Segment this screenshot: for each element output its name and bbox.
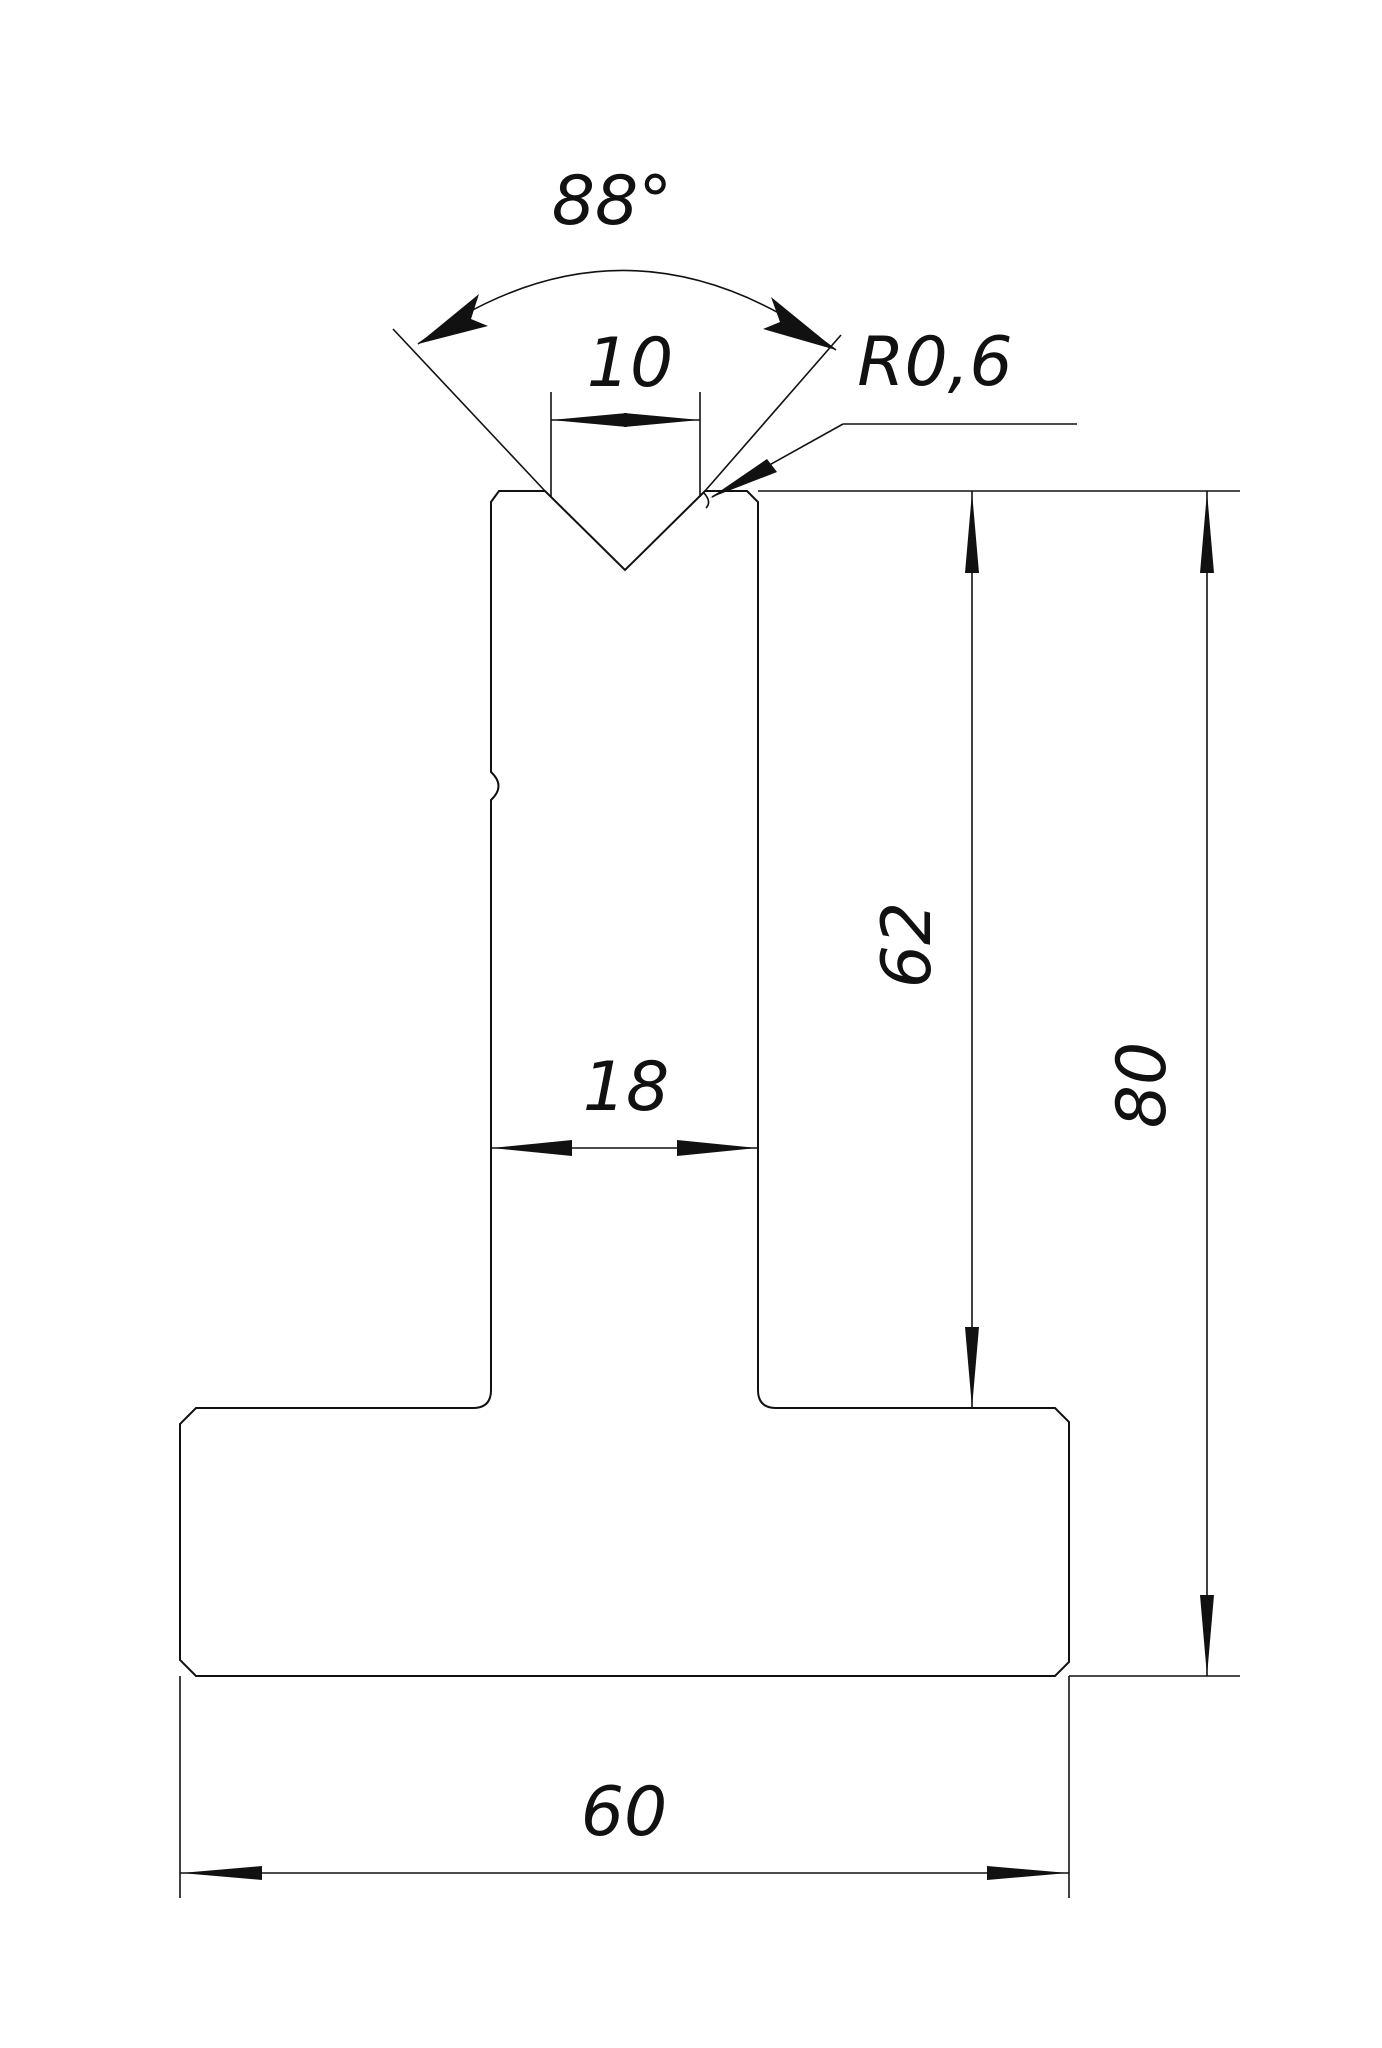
shank-width-label: 18: [583, 1048, 670, 1127]
base-width-arrow-left: [181, 1866, 262, 1880]
radius-arrow: [710, 459, 777, 498]
total-height-label: 80: [1103, 1042, 1182, 1129]
v-opening-label: 10: [587, 324, 674, 403]
die-profile: [179, 490, 1070, 1677]
shank-width-arrow-left: [492, 1140, 572, 1156]
shank-height-arrow-bottom: [965, 1327, 979, 1408]
shank-height-label: 62: [868, 902, 947, 989]
base-width-dimension: 60: [179, 1676, 1070, 1898]
angle-arrow-left: [418, 294, 488, 344]
shank-width-arrow-right: [677, 1140, 757, 1156]
base-width-arrow-right: [987, 1866, 1068, 1880]
v-opening-dimension: 10: [550, 324, 701, 497]
angle-label: 88°: [552, 162, 673, 241]
shank-height-arrow-top: [965, 492, 979, 573]
radius-dimension: R0,6: [703, 323, 1077, 509]
total-height-dimension: 80: [1069, 491, 1240, 1677]
shank-width-dimension: 18: [491, 1042, 758, 1156]
angle-arrow-right: [763, 297, 836, 350]
v-opening-arrow-left: [551, 413, 627, 427]
total-height-arrow-bottom: [1200, 1595, 1214, 1676]
shank-width-label-bg: [576, 1042, 677, 1128]
angle-dimension: 88°: [392, 162, 842, 492]
total-height-arrow-top: [1200, 492, 1214, 573]
base-width-label: 60: [581, 1773, 668, 1852]
shank-height-dimension: 62: [758, 490, 1240, 1408]
radius-label: R0,6: [857, 323, 1012, 402]
v-opening-arrow-right: [624, 413, 700, 427]
